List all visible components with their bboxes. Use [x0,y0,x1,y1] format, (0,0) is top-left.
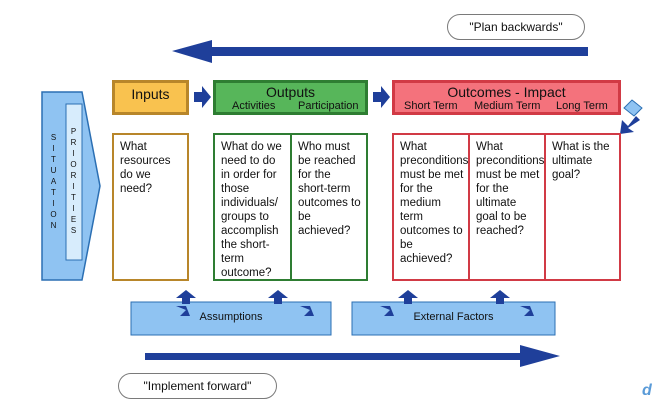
long-term-subheader: Long Term [556,100,608,112]
watermark-logo: d [642,382,652,399]
implement-forward-arrow [145,345,560,367]
outcomes-title: Outcomes - Impact [447,84,566,100]
plan-backwards-arrow [172,40,588,63]
long-term-column: What is the ultimate goal? [544,133,621,281]
inputs-column: What resources do we need? [112,133,189,281]
outcomes-header: Outcomes - Impact Short Term Medium Term… [392,80,621,115]
outputs-title: Outputs [265,84,316,100]
feedback-arrow [620,116,640,134]
short-term-column: What preconditions must be met for the m… [392,133,470,281]
priorities-shape [65,103,83,261]
assumptions-label: Assumptions [199,311,263,323]
inputs-title: Inputs [131,86,170,102]
inputs-header: Inputs [112,80,189,115]
plan-backwards-callout: "Plan backwards" [447,14,585,40]
implement-forward-callout: "Implement forward" [118,373,277,399]
arrow-inputs-outputs [194,86,211,108]
assumptions-box [130,301,332,336]
short-term-subheader: Short Term [404,100,458,112]
outputs-header: Outputs Activities Participation [213,80,368,115]
medium-term-subheader: Medium Term [474,100,541,112]
participation-column: Who must be reached for the short-term o… [290,133,368,281]
arrow-outputs-outcomes [373,86,390,108]
activities-subheader: Activities [232,100,276,112]
feedback-arrow-top [623,99,643,117]
connector-arrows [176,290,534,316]
medium-term-column: What preconditions must be met for the u… [468,133,546,281]
activities-column: What do we need to do in order for those… [213,133,292,281]
participation-subheader: Participation [298,100,359,112]
external-factors-label: External Factors [413,311,494,323]
